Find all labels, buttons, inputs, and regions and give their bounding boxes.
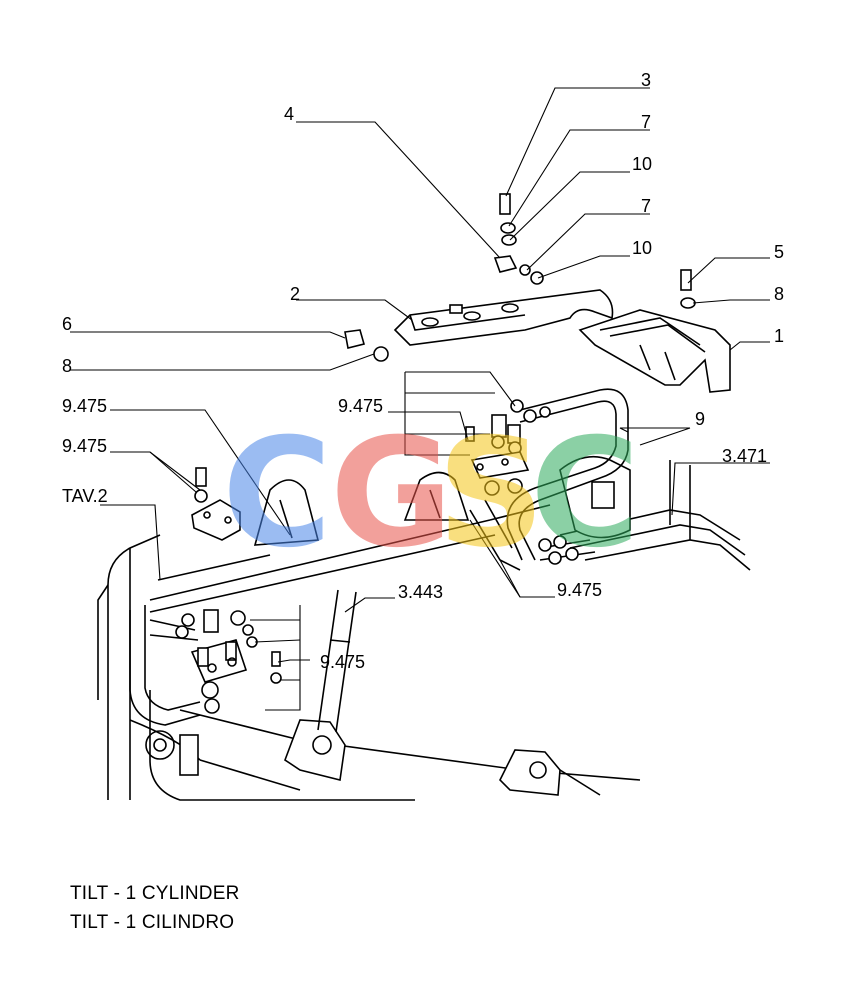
tractor-frame bbox=[97, 455, 751, 801]
callout-9: 9 bbox=[695, 409, 705, 429]
callout-4: 4 bbox=[284, 104, 294, 124]
caption-italian: TILT - 1 CILINDRO bbox=[70, 912, 235, 933]
callout-10-upper: 10 bbox=[632, 154, 652, 174]
callout-9475-left: 9.475 bbox=[62, 436, 107, 456]
callout-9475-bottom: 9.475 bbox=[320, 652, 365, 672]
callout-6: 6 bbox=[62, 314, 72, 334]
callout-9475-left-top: 9.475 bbox=[62, 396, 107, 416]
callout-7-upper: 7 bbox=[641, 112, 651, 132]
watermark: C G S C bbox=[222, 407, 640, 581]
fittings bbox=[175, 193, 696, 714]
callout-3: 3 bbox=[641, 70, 651, 90]
callout-labels: 3 7 10 7 10 4 5 8 1 2 6 8 9.475 9.475 9.… bbox=[62, 70, 784, 672]
watermark-letter-c2: C bbox=[530, 407, 640, 581]
callout-10-lower: 10 bbox=[632, 238, 652, 258]
callout-2: 2 bbox=[290, 284, 300, 304]
watermark-letter-g: G bbox=[330, 407, 453, 581]
leader-lines bbox=[70, 87, 770, 711]
callout-9475-right: 9.475 bbox=[557, 580, 602, 600]
callout-9475-center: 9.475 bbox=[338, 396, 383, 416]
callout-1: 1 bbox=[774, 326, 784, 346]
part-1-support bbox=[578, 309, 731, 393]
callout-3443: 3.443 bbox=[398, 582, 443, 602]
callout-8-left: 8 bbox=[62, 356, 72, 376]
caption-english: TILT - 1 CYLINDER bbox=[70, 883, 240, 904]
watermark-letter-c1: C bbox=[222, 407, 332, 581]
callout-5: 5 bbox=[774, 242, 784, 262]
callout-tav2: TAV.2 bbox=[62, 486, 108, 506]
watermark-letter-s: S bbox=[437, 407, 545, 581]
callout-3471: 3.471 bbox=[722, 446, 767, 466]
callout-8-right: 8 bbox=[774, 284, 784, 304]
part-2-bracket bbox=[393, 289, 614, 346]
callout-7-lower: 7 bbox=[641, 196, 651, 216]
